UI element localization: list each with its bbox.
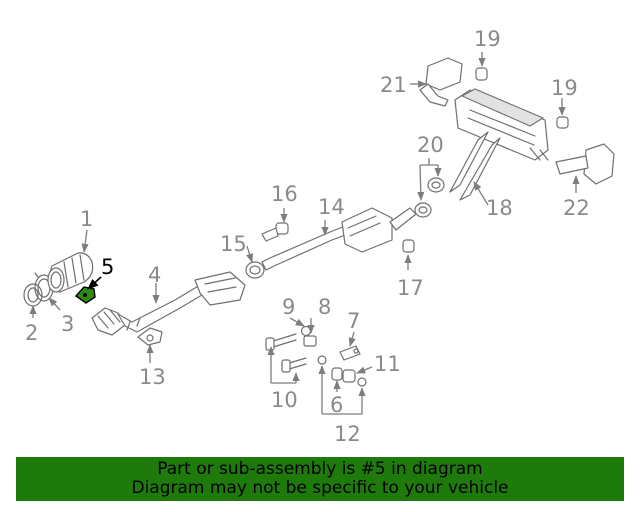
part-1-inlet-pipe <box>47 252 94 293</box>
callout-15[interactable]: 15 <box>220 232 247 256</box>
part-7-bracket <box>339 345 361 361</box>
exhaust-system-diagram: 1 2 3 4 5 13 15 16 14 17 18 19 19 20 21 … <box>23 27 615 446</box>
part-16-hanger <box>261 222 289 242</box>
part-4-front-pipe <box>91 271 246 336</box>
leader-lines <box>29 52 580 415</box>
callout-10[interactable]: 10 <box>271 388 298 412</box>
part-14-intermediate-pipe <box>261 207 417 271</box>
part-5-gasket-highlighted <box>74 286 96 304</box>
callout-2[interactable]: 2 <box>25 321 38 345</box>
banner-line-disclaimer: Diagram may not be specific to your vehi… <box>131 478 509 498</box>
callout-11[interactable]: 11 <box>374 352 401 376</box>
part-11-nut <box>342 369 356 383</box>
part-6-12-hardware <box>317 355 367 387</box>
callout-6[interactable]: 6 <box>330 393 343 417</box>
part-17-hanger <box>402 239 415 253</box>
callout-8[interactable]: 8 <box>318 295 331 319</box>
part-22-tailpipe-tip <box>555 143 615 185</box>
callout-19-top[interactable]: 19 <box>474 27 501 51</box>
part-21-tailpipe-tip <box>419 57 463 107</box>
callout-7[interactable]: 7 <box>347 309 360 333</box>
callout-1[interactable]: 1 <box>80 207 93 231</box>
banner-line-part: Part or sub-assembly is #5 in diagram <box>157 459 483 479</box>
callout-19-right[interactable]: 19 <box>551 76 578 100</box>
callout-9[interactable]: 9 <box>282 295 295 319</box>
callout-18[interactable]: 18 <box>486 196 513 220</box>
callout-3[interactable]: 3 <box>61 312 74 336</box>
part-9-washer <box>300 325 312 337</box>
callout-20[interactable]: 20 <box>417 133 444 157</box>
part-15-clamp <box>245 261 265 279</box>
info-banner: Part or sub-assembly is #5 in diagram Di… <box>16 457 624 501</box>
callout-21[interactable]: 21 <box>380 73 407 97</box>
part-2-gasket <box>23 283 43 307</box>
part-13-bracket <box>137 327 163 346</box>
callout-16[interactable]: 16 <box>271 182 298 206</box>
callout-13[interactable]: 13 <box>139 365 166 389</box>
part-8-nut <box>303 335 317 347</box>
part-20-clamps <box>414 177 445 218</box>
part-10-bolts <box>265 333 307 373</box>
callout-4[interactable]: 4 <box>148 263 161 287</box>
callout-22[interactable]: 22 <box>563 196 590 220</box>
callout-14[interactable]: 14 <box>318 195 345 219</box>
callout-5-highlighted[interactable]: 5 <box>101 255 114 279</box>
part-18-rear-muffler <box>449 88 549 201</box>
part-19-hangers <box>475 67 569 129</box>
callout-17[interactable]: 17 <box>397 276 424 300</box>
callout-12[interactable]: 12 <box>334 422 361 446</box>
